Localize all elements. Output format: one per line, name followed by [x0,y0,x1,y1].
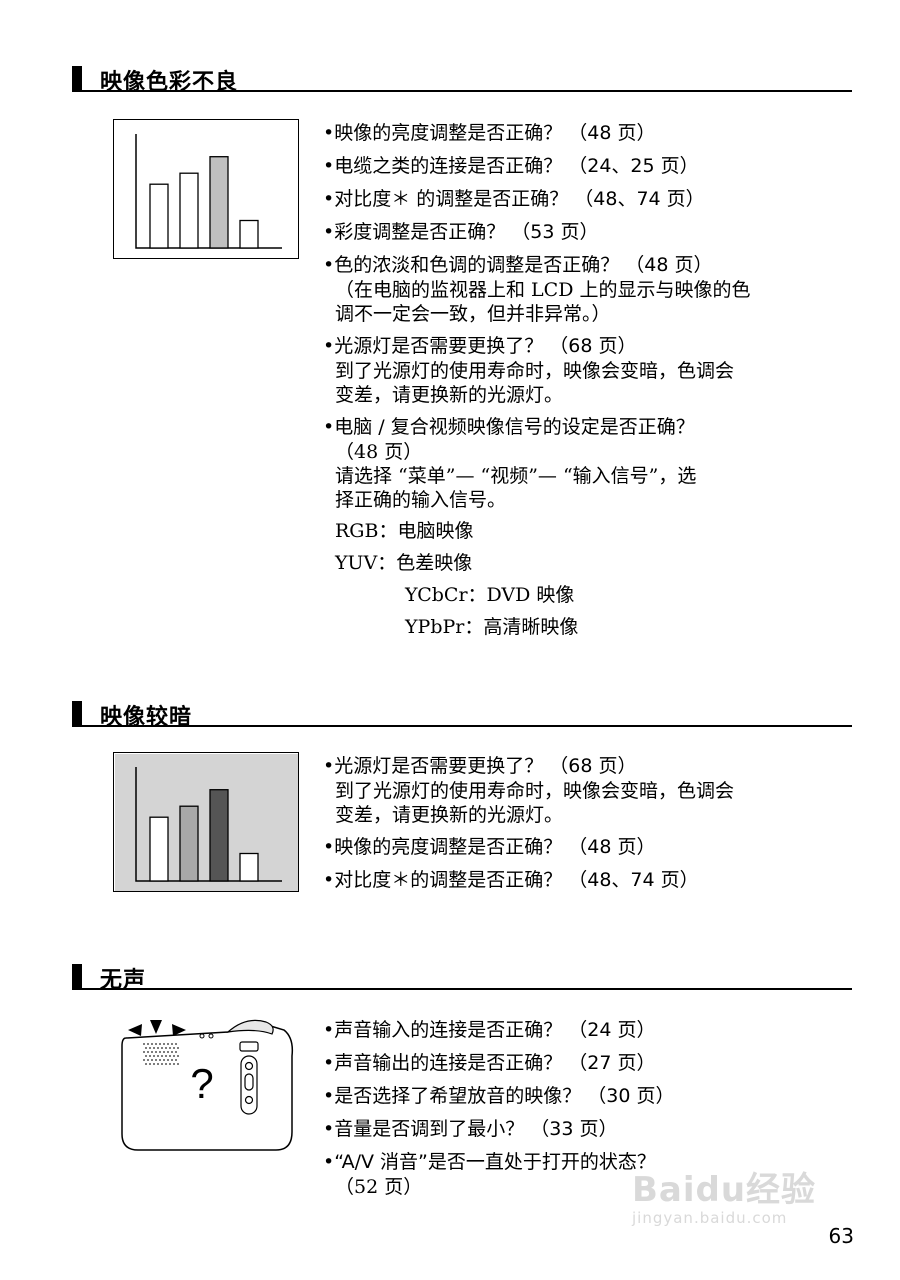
illustration-background [115,754,298,891]
question-mark: ? [190,1060,213,1107]
signal-type: YUV：色差映像 [335,552,473,574]
check-question: •对比度＊ 的调整是否正确？ （48、74 页） [323,188,705,210]
check-note: 请选择 “菜单”— “视频”— “输入信号”，选 [335,465,697,487]
bar-graph-icon [115,121,298,258]
checklist-dark: •光源灯是否需要更换了？ （68 页） 到了光源灯的使用寿命时，映像会变暗，色调会… [323,753,863,900]
graph-axis [135,767,282,882]
checklist-sound: •声音输入的连接是否正确？ （24 页） •声音输出的连接是否正确？ （27 页）… [323,1017,863,1206]
section-marker [72,964,82,988]
dark-bars-illustration [113,752,299,892]
graph-bar [179,805,199,882]
page-number: 63 [828,1224,854,1248]
graph-bar [179,172,199,249]
section-marker [72,701,82,725]
check-question: •电缆之类的连接是否正确？ （24、25 页） [323,155,699,177]
check-question: •声音输入的连接是否正确？ （24 页） [323,1019,656,1041]
check-note: 到了光源灯的使用寿命时，映像会变暗，色调会 [335,360,735,382]
check-note: （48 页） [335,441,423,463]
illustration-background [115,121,298,258]
checklist-item: •对比度＊ 的调整是否正确？ （48、74 页） [323,186,863,212]
watermark-url: jingyan.baidu.com [632,1209,788,1227]
graph-bar [149,816,169,882]
color-bars-illustration [113,119,299,259]
check-question: •声音输出的连接是否正确？ （27 页） [323,1052,656,1074]
check-question: •对比度＊的调整是否正确？ （48、74 页） [323,869,699,891]
graph-bar [149,183,169,249]
check-note: 择正确的输入信号。 [335,489,507,511]
checklist-item: •音量是否调到了最小？ （33 页） [323,1116,863,1142]
graph-axis [135,134,282,249]
checklist-item: •声音输入的连接是否正确？ （24 页） [323,1017,863,1043]
check-question: •映像的亮度调整是否正确？ （48 页） [323,836,656,858]
check-question: •“A/V 消音”是否一直处于打开的状态？ [323,1151,656,1173]
check-question: •映像的亮度调整是否正确？ （48 页） [323,122,656,144]
section-header-color: 映像色彩不良 [72,66,852,95]
checklist-item: •色的浓淡和色调的调整是否正确？ （48 页） （在电脑的监视器上和 LCD 上的… [323,252,863,326]
checklist-item: •电脑 / 复合视频映像信号的设定是否正确？ （48 页）请选择 “菜单”— “视… [323,414,863,512]
checklist-item: •是否选择了希望放音的映像？ （30 页） [323,1083,863,1109]
graph-bar [239,219,259,249]
graph-bar [209,789,229,882]
check-note: 变差，请更换新的光源灯。 [335,804,564,826]
checklist-item: •映像的亮度调整是否正确？ （48 页） [323,834,863,860]
check-question: •光源灯是否需要更换了？ （68 页） [323,335,637,357]
check-note: （52 页） [335,1176,423,1198]
check-question: •彩度调整是否正确？ （53 页） [323,221,599,243]
section-title: 无声 [100,968,147,993]
signal-type: RGB：电脑映像 [335,520,474,542]
checklist-item: •光源灯是否需要更换了？ （68 页） 到了光源灯的使用寿命时，映像会变暗，色调会… [323,333,863,407]
checklist-item: •电缆之类的连接是否正确？ （24、25 页） [323,153,863,179]
checklist-item: •光源灯是否需要更换了？ （68 页） 到了光源灯的使用寿命时，映像会变暗，色调会… [323,753,863,827]
yuv-subtype: YPbPr：高清晰映像 [405,616,579,638]
section-marker [72,66,82,90]
check-note: 到了光源灯的使用寿命时，映像会变暗，色调会 [335,780,735,802]
projector-illustration: ? [116,1016,302,1156]
checklist-color: •映像的亮度调整是否正确？ （48 页） •电缆之类的连接是否正确？ （24、25… [323,120,863,647]
checklist-item: •彩度调整是否正确？ （53 页） [323,219,863,245]
projector-question-icon: ? [121,1019,294,1151]
checklist-item: •映像的亮度调整是否正确？ （48 页） [323,120,863,146]
check-question: •是否选择了希望放音的映像？ （30 页） [323,1085,675,1107]
graph-bar [209,156,229,249]
check-note: 变差，请更换新的光源灯。 [335,384,564,406]
check-note: 调不一定会一致，但并非异常。） [335,303,611,325]
graph-bar [239,852,259,882]
check-question: •色的浓淡和色调的调整是否正确？ （48 页） [323,254,713,276]
section-title: 映像色彩不良 [100,70,239,95]
check-question: •音量是否调到了最小？ （33 页） [323,1118,618,1140]
check-note: （在电脑的监视器上和 LCD 上的显示与映像的色 [335,279,751,301]
section-header-sound: 无声 [72,964,852,993]
yuv-subtype: YCbCr：DVD 映像 [405,584,575,606]
bar-graph-icon [115,754,298,891]
check-question: •光源灯是否需要更换了？ （68 页） [323,755,637,777]
section-header-dark: 映像较暗 [72,701,852,730]
check-question: •电脑 / 复合视频映像信号的设定是否正确？ [323,416,695,438]
checklist-item: •对比度＊的调整是否正确？ （48、74 页） [323,867,863,893]
section-title: 映像较暗 [100,705,193,730]
checklist-item: •声音输出的连接是否正确？ （27 页） [323,1050,863,1076]
checklist-item: •“A/V 消音”是否一直处于打开的状态？ （52 页） [323,1149,863,1199]
